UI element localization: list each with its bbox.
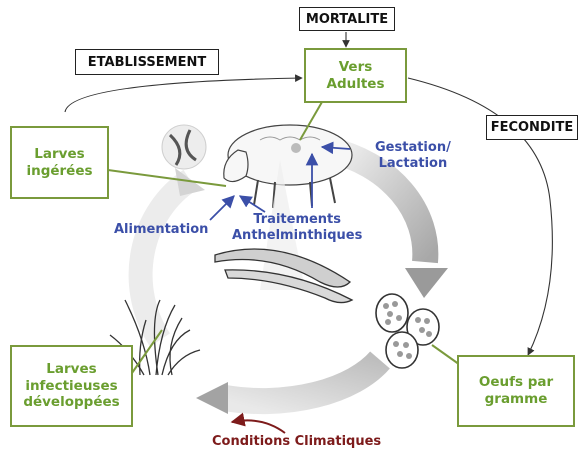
larves-ingerees-label: Larves ingérées [26,145,93,179]
larves-infectieuses-box: Larves infectieuses développées [10,345,133,427]
climate-arrow [230,412,286,434]
mortalite-box: MORTALITE [299,7,395,31]
vers-adultes-label: Vers Adultes [326,58,385,92]
adult-worms-icon [214,248,354,304]
fecondite-box: FECONDITE [486,115,578,140]
larves-ingerees-box: Larves ingérées [10,126,109,199]
flow-arrows [64,32,553,356]
gestation-lactation-label: Gestation/ Lactation [375,140,451,172]
conditions-climatiques-label: Conditions Climatiques [212,434,382,449]
etablissement-label: ETABLISSEMENT [87,54,207,70]
alimentation-label: Alimentation [114,222,209,237]
green-connectors [107,101,471,374]
larves-infectieuses-label: Larves infectieuses développées [23,360,120,411]
vers-adultes-box: Vers Adultes [304,48,407,103]
sheep-icon [223,124,353,209]
eggs-icon [375,293,440,369]
etablissement-box: ETABLISSEMENT [75,49,219,75]
oeufs-par-gramme-label: Oeufs par gramme [478,374,554,407]
mortalite-label: MORTALITE [305,11,389,27]
larva-icon [161,124,207,170]
grass-icon [109,299,201,376]
fecondite-label: FECONDITE [490,120,574,135]
oeufs-par-gramme-box: Oeufs par gramme [457,355,575,427]
traitements-label: Traitements Anthelminthiques [232,212,363,244]
blue-arrows [209,141,351,221]
